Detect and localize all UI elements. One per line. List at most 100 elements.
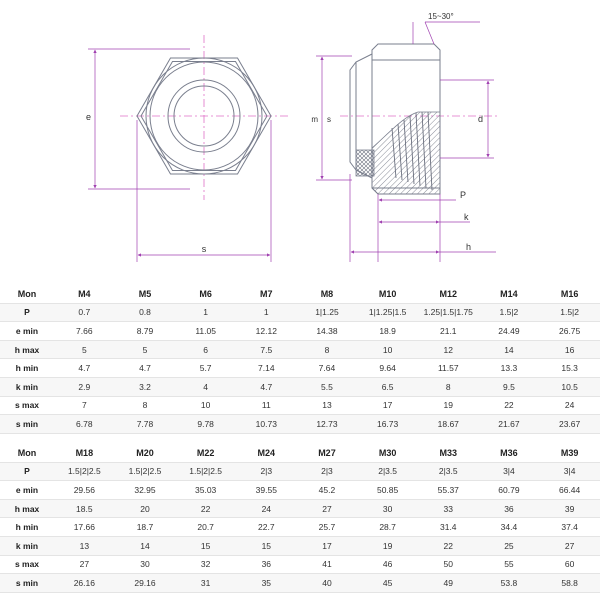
dim-d (440, 79, 494, 159)
row-label-cell: e min (0, 480, 54, 500)
value-cell: 20 (114, 499, 176, 519)
value-cell: 13 (296, 396, 358, 416)
value-cell: 32.95 (114, 480, 176, 500)
row-label-cell: s min (0, 414, 54, 434)
header-size-cell: M14 (478, 285, 540, 304)
value-cell: 4.7 (235, 377, 297, 397)
value-cell: 60 (539, 555, 600, 575)
value-cell: 13.3 (478, 358, 540, 378)
value-cell: 12.12 (235, 321, 297, 341)
value-cell: 58.8 (539, 573, 600, 593)
front-view: e s (86, 35, 290, 262)
header-size-cell: M20 (114, 444, 176, 463)
value-cell: 23.67 (539, 414, 600, 434)
value-cell: 22 (417, 536, 479, 556)
value-cell: 7 (54, 396, 115, 416)
header-size-cell: M12 (417, 285, 479, 304)
value-cell: 39.55 (235, 480, 297, 500)
row-label-cell: h max (0, 499, 54, 519)
value-cell: 4 (175, 377, 236, 397)
dim-e (88, 48, 190, 190)
value-cell: 9.5 (478, 377, 540, 397)
dim-angle (412, 21, 480, 45)
value-cell: 1|1.25|1.5 (357, 303, 418, 323)
value-cell: 18.7 (114, 517, 176, 537)
value-cell: 24 (539, 396, 600, 416)
value-cell: 31.4 (417, 517, 479, 537)
value-cell: 1.5|2|2.5 (114, 462, 176, 482)
value-cell: 2|3.5 (417, 462, 479, 482)
value-cell: 39 (539, 499, 600, 519)
value-cell: 26.16 (54, 573, 115, 593)
value-cell: 21.1 (417, 321, 479, 341)
nylon-insert (355, 149, 375, 177)
value-cell: 30 (357, 499, 418, 519)
value-cell: 50 (417, 555, 479, 575)
value-cell: 25.7 (296, 517, 358, 537)
value-cell: 16.73 (357, 414, 418, 434)
value-cell: 8 (296, 340, 358, 360)
value-cell: 9.64 (357, 358, 418, 378)
value-cell: 12.73 (296, 414, 358, 434)
value-cell: 35 (235, 573, 297, 593)
header-size-cell: M30 (357, 444, 418, 463)
header-size-cell: M36 (478, 444, 540, 463)
value-cell: 45.2 (296, 480, 358, 500)
value-cell: 12 (417, 340, 479, 360)
hex-outline (136, 57, 272, 175)
front-centerlines (120, 35, 290, 200)
value-cell: 1|1.25 (296, 303, 358, 323)
value-cell: 40 (296, 573, 358, 593)
header-label-cell: Mon (0, 444, 54, 463)
row-label-cell: P (0, 303, 54, 323)
value-cell: 46 (357, 555, 418, 575)
value-cell: 1 (235, 303, 297, 323)
value-cell: 27 (54, 555, 115, 575)
row-label-cell: e min (0, 321, 54, 341)
value-cell: 26.75 (539, 321, 600, 341)
value-cell: 8 (114, 396, 176, 416)
value-cell: 1.5|2 (539, 303, 600, 323)
value-cell: 22.7 (235, 517, 297, 537)
label-P: P (460, 190, 466, 200)
row-label-cell: s min (0, 573, 54, 593)
value-cell: 60.79 (478, 480, 540, 500)
value-cell: 16 (539, 340, 600, 360)
row-label-cell: s max (0, 396, 54, 416)
value-cell: 41 (296, 555, 358, 575)
header-size-cell: M39 (539, 444, 600, 463)
value-cell: 36 (235, 555, 297, 575)
value-cell: 1.5|2|2.5 (175, 462, 236, 482)
row-label-cell: s max (0, 555, 54, 575)
value-cell: 19 (357, 536, 418, 556)
value-cell: 30 (114, 555, 176, 575)
value-cell: 18.5 (54, 499, 115, 519)
header-size-cell: M22 (175, 444, 236, 463)
header-size-cell: M4 (54, 285, 115, 304)
value-cell: 13 (54, 536, 115, 556)
value-cell: 2.9 (54, 377, 115, 397)
value-cell: 1 (175, 303, 236, 323)
value-cell: 17.66 (54, 517, 115, 537)
value-cell: 22 (175, 499, 236, 519)
dim-m (316, 55, 352, 181)
value-cell: 1.5|2 (478, 303, 540, 323)
value-cell: 29.16 (114, 573, 176, 593)
value-cell: 55 (478, 555, 540, 575)
value-cell: 14 (114, 536, 176, 556)
